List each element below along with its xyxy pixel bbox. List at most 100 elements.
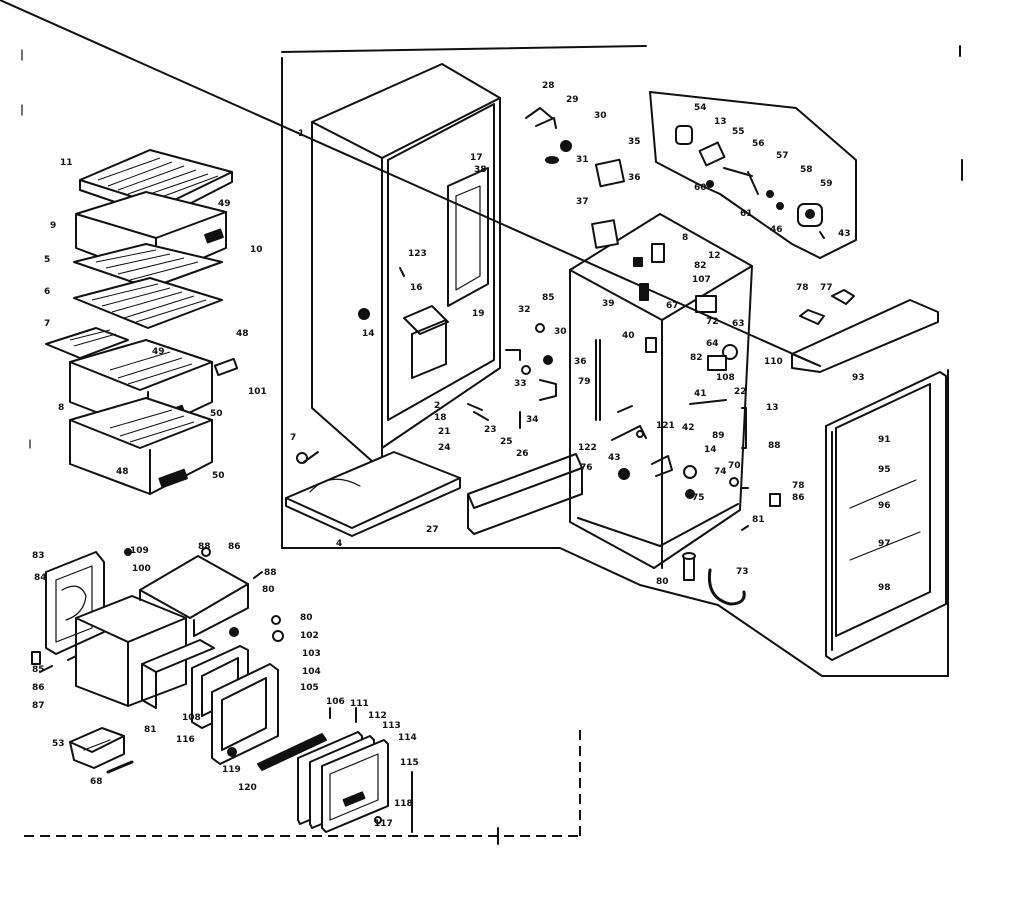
callout-freezer-box-19: 112 (368, 711, 387, 721)
callout-door-trim-4: 95 (878, 465, 891, 475)
callout-cabinet-liner-0: 35 (628, 137, 641, 147)
callout-crisper-drawers-13: 50 (212, 471, 225, 481)
callout-cabinet-liner-8: 67 (666, 301, 679, 311)
callout-control-panel-3: 56 (752, 139, 765, 149)
callout-control-panel-4: 57 (776, 151, 789, 161)
callout-freezer-box-25: 53 (52, 739, 65, 749)
callout-door-trim-7: 98 (878, 583, 891, 593)
callout-freezer-box-6: 84 (34, 573, 47, 583)
callout-cabinet-shell-18: 21 (438, 427, 451, 437)
callout-cabinet-shell-22: 26 (516, 449, 529, 459)
callout-cabinet-liner-27: 74 (714, 467, 727, 477)
callout-cabinet-shell-21: 25 (500, 437, 513, 447)
callout-cabinet-liner-33: 81 (752, 515, 765, 525)
callout-cabinet-liner-18: 79 (578, 377, 591, 387)
callout-cabinet-shell-24: 27 (426, 525, 439, 535)
callout-door-trim-6: 97 (878, 539, 891, 549)
callout-cabinet-liner-34: 80 (656, 577, 669, 587)
callout-cabinet-shell-12: 85 (542, 293, 555, 303)
callout-control-panel-10: 43 (838, 229, 851, 239)
callout-freezer-box-14: 86 (32, 683, 45, 693)
callout-freezer-box-18: 111 (350, 699, 369, 709)
callout-freezer-box-7: 80 (262, 585, 275, 595)
control-panel-inset (649, 91, 857, 259)
callout-cabinet-liner-12: 64 (706, 339, 719, 349)
callout-crisper-drawers-3: 10 (250, 245, 263, 255)
callout-cabinet-liner-7: 39 (602, 299, 615, 309)
callout-freezer-box-26: 120 (238, 783, 257, 793)
callout-cabinet-shell-14: 36 (574, 357, 587, 367)
callout-cabinet-liner-13: 110 (764, 357, 783, 367)
callout-freezer-box-9: 102 (300, 631, 319, 641)
callout-cabinet-liner-10: 63 (732, 319, 745, 329)
callout-freezer-box-4: 100 (132, 564, 151, 574)
callout-cabinet-shell-10: 14 (362, 329, 375, 339)
callout-cabinet-liner-6: 107 (692, 275, 711, 285)
assembly-boundary (21, 45, 963, 837)
callout-control-panel-9: 46 (770, 225, 783, 235)
callout-crisper-drawers-0: 11 (60, 158, 73, 168)
callout-cabinet-shell-5: 17 (470, 153, 483, 163)
callout-freezer-box-27: 68 (90, 777, 103, 787)
callout-cabinet-shell-0: 1 (298, 129, 304, 139)
cabinet-shell (285, 63, 583, 537)
callout-cabinet-liner-23: 88 (768, 441, 781, 451)
callout-crisper-drawers-7: 7 (44, 319, 50, 329)
callout-freezer-box-22: 87 (32, 701, 45, 711)
callout-control-panel-1: 13 (714, 117, 727, 127)
callout-cabinet-shell-11: 32 (518, 305, 531, 315)
callout-freezer-box-13: 105 (300, 683, 319, 693)
callout-door-trim-2: 93 (852, 373, 865, 383)
callout-crisper-drawers-10: 8 (58, 403, 64, 413)
callout-freezer-box-12: 85 (32, 665, 45, 675)
callout-freezer-box-2: 86 (228, 542, 241, 552)
callout-cabinet-liner-3: 8 (682, 233, 688, 243)
callout-freezer-box-3: 83 (32, 551, 45, 561)
callout-cabinet-liner-21: 121 (656, 421, 675, 431)
callout-cabinet-shell-6: 38 (474, 165, 487, 175)
callout-cabinet-liner-26: 14 (704, 445, 717, 455)
callout-cabinet-liner-30: 70 (728, 461, 741, 471)
callout-freezer-box-8: 80 (300, 613, 313, 623)
callout-cabinet-liner-29: 76 (580, 463, 593, 473)
callout-freezer-box-21: 114 (398, 733, 417, 743)
callout-cabinet-liner-14: 82 (690, 353, 703, 363)
callout-control-panel-8: 61 (740, 209, 753, 219)
callout-crisper-drawers-11: 50 (210, 409, 223, 419)
callout-cabinet-liner-1: 36 (628, 173, 641, 183)
cabinet-liner (569, 158, 781, 606)
callout-freezer-box-24: 119 (222, 765, 241, 775)
callout-cabinet-liner-15: 108 (716, 373, 735, 383)
callout-freezer-box-17: 108 (182, 713, 201, 723)
callout-cabinet-liner-35: 73 (736, 567, 749, 577)
callout-crisper-drawers-12: 48 (116, 467, 129, 477)
callout-control-panel-7: 60 (694, 183, 707, 193)
callout-cabinet-shell-2: 29 (566, 95, 579, 105)
callout-freezer-box-15: 106 (326, 697, 345, 707)
callout-control-panel-6: 59 (820, 179, 833, 189)
callout-cabinet-liner-28: 75 (692, 493, 705, 503)
callout-cabinet-liner-16: 22 (734, 387, 747, 397)
callout-freezer-box-28: 115 (400, 758, 419, 768)
callout-cabinet-shell-3: 30 (594, 111, 607, 121)
door-trim-and-liner (0, 0, 947, 661)
callout-crisper-drawers-5: 6 (44, 287, 50, 297)
callout-control-panel-2: 55 (732, 127, 745, 137)
callout-cabinet-liner-32: 86 (792, 493, 805, 503)
callout-cabinet-shell-9: 19 (472, 309, 485, 319)
callout-door-trim-1: 77 (820, 283, 833, 293)
freezer-box-assembly (31, 547, 499, 845)
callout-freezer-box-16: 81 (144, 725, 157, 735)
callout-freezer-box-29: 118 (394, 799, 413, 809)
callout-cabinet-liner-4: 12 (708, 251, 721, 261)
callout-freezer-box-10: 103 (302, 649, 321, 659)
callout-cabinet-liner-2: 37 (576, 197, 589, 207)
callout-control-panel-5: 58 (800, 165, 813, 175)
callout-door-trim-3: 91 (878, 435, 891, 445)
callout-cabinet-liner-19: 41 (694, 389, 707, 399)
callout-cabinet-shell-25: 4 (336, 539, 342, 549)
callout-cabinet-shell-8: 16 (410, 283, 423, 293)
callout-freezer-box-1: 88 (198, 542, 211, 552)
